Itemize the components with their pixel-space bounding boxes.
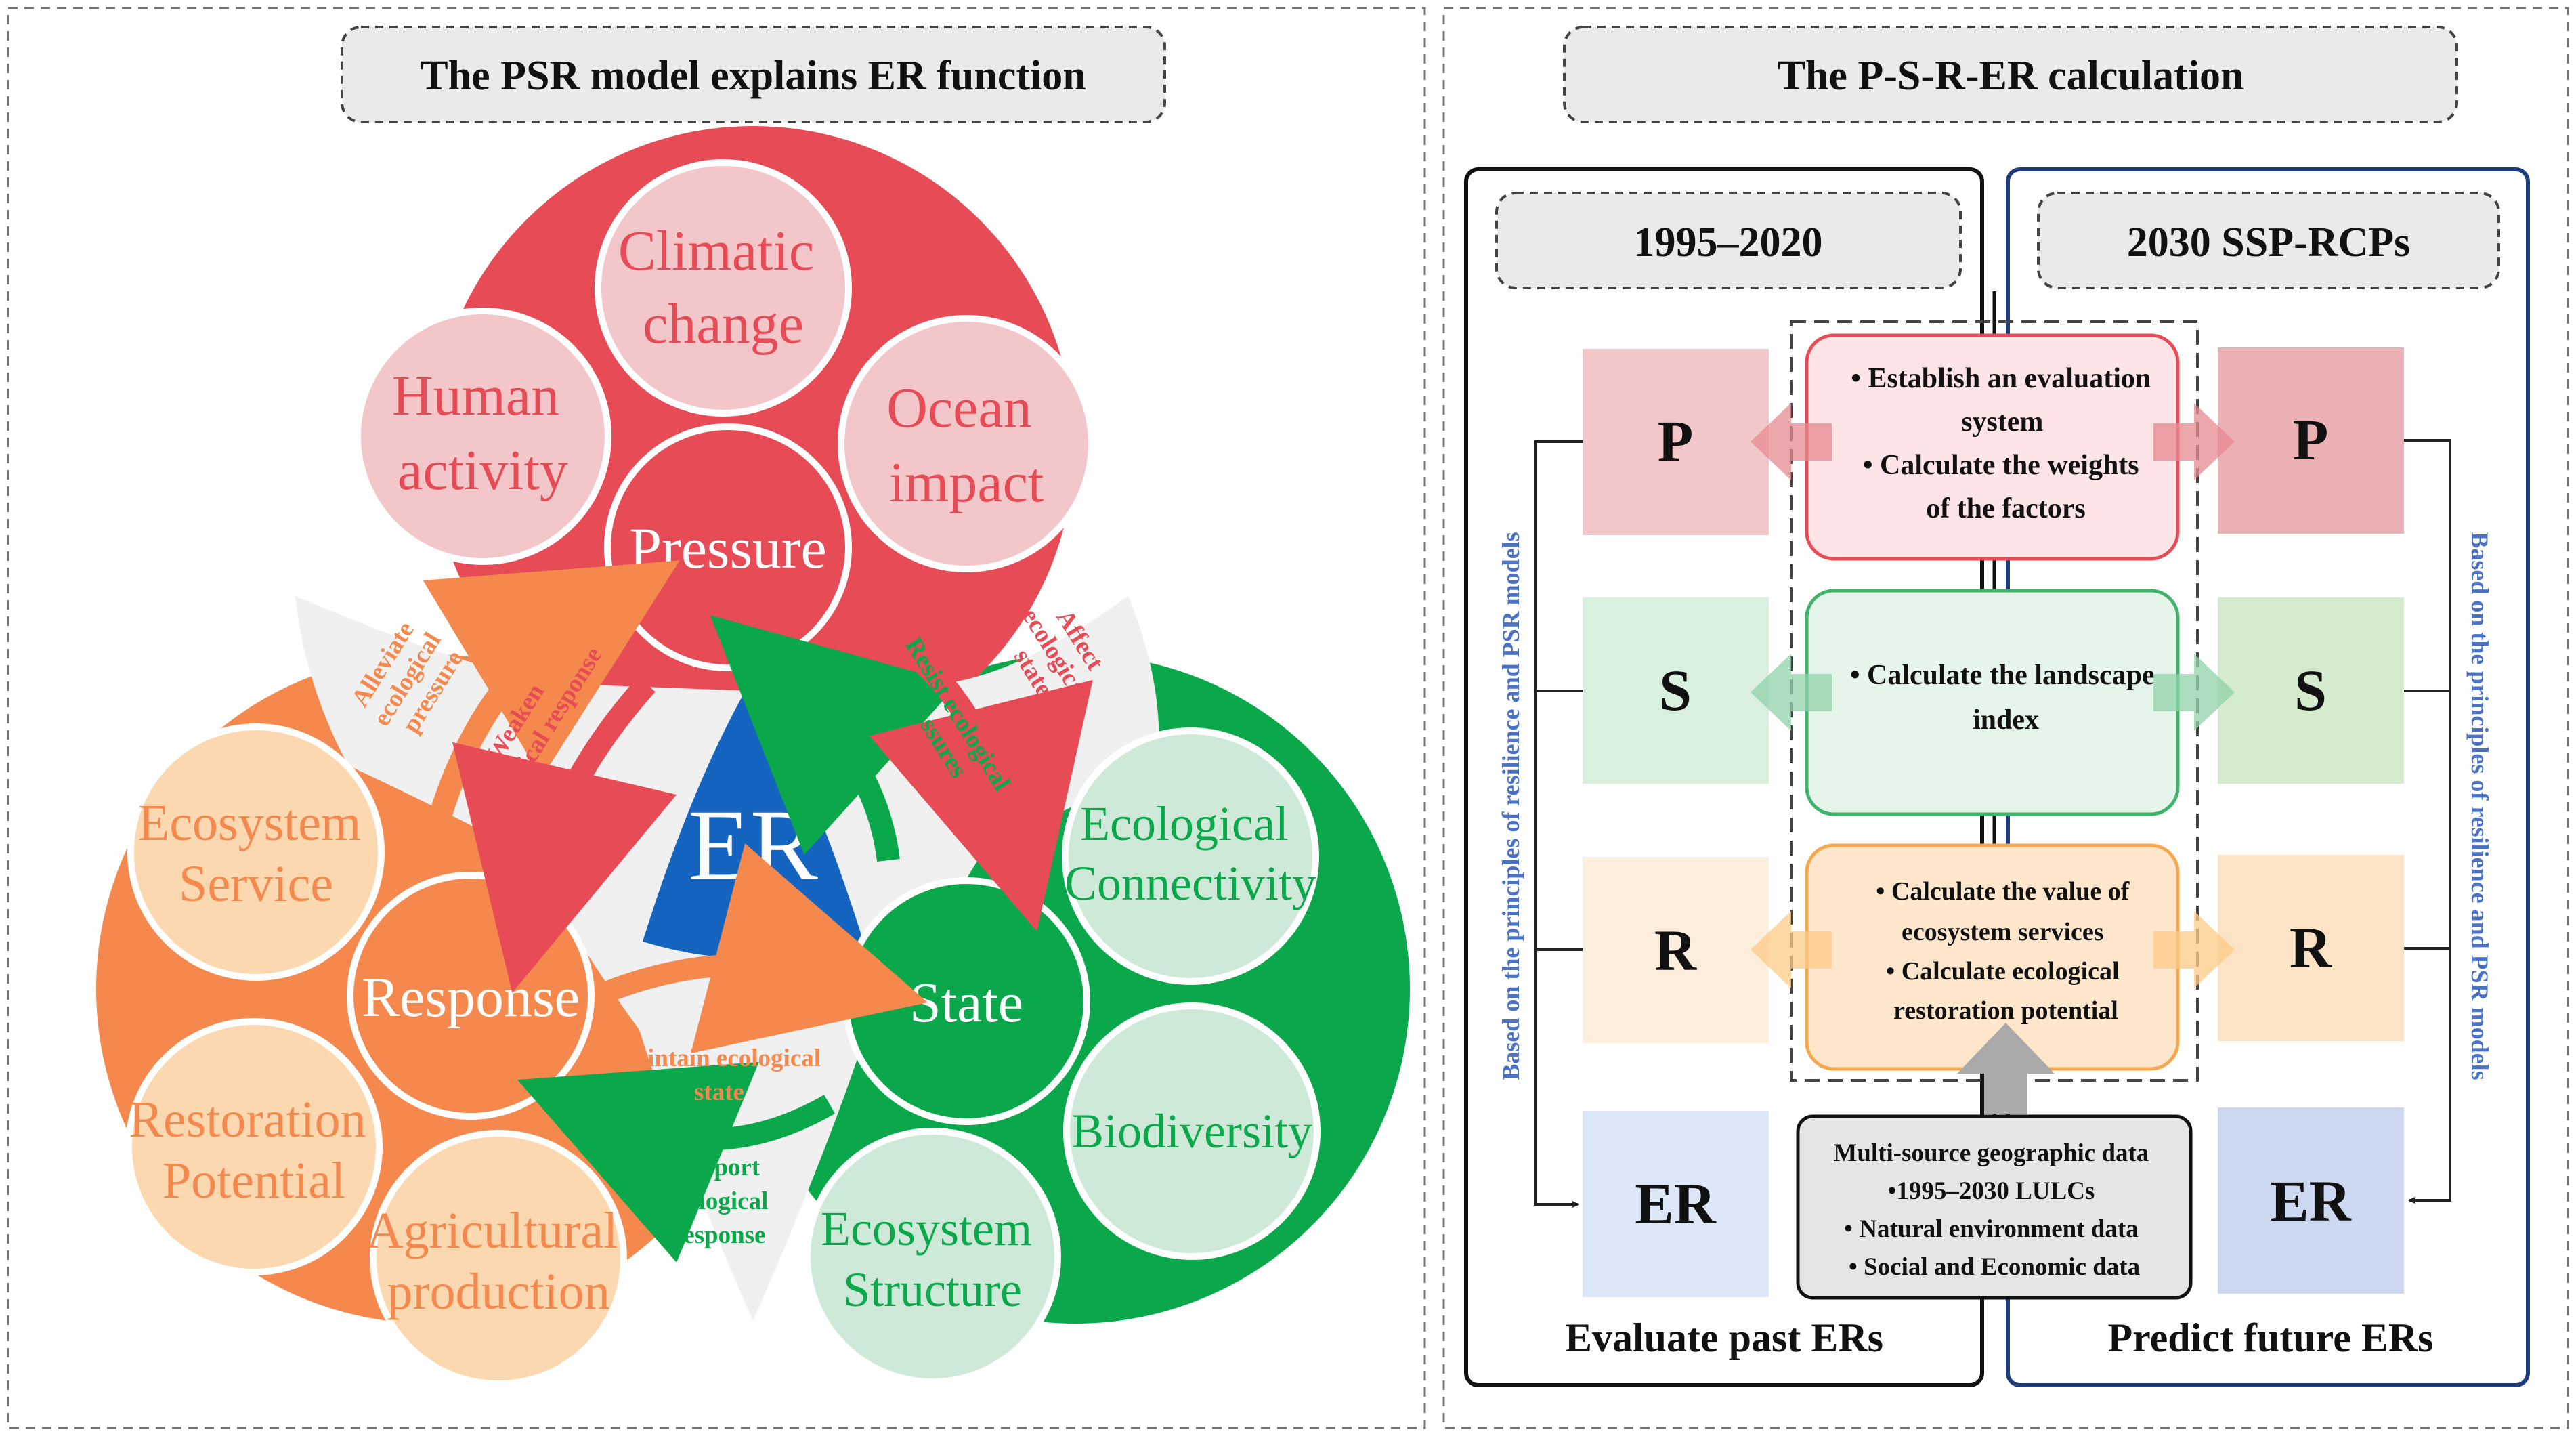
past-period-label: 1995–2020 — [1634, 219, 1823, 266]
response-group: Ecosystem Service Restoration Potential … — [125, 723, 627, 1387]
human-activity-circle — [354, 308, 611, 565]
er-center-label: ER — [688, 789, 818, 902]
support-response-arrow — [517, 1061, 836, 1263]
affect-state-arrow — [867, 616, 1093, 931]
s-past-letter: S — [1659, 658, 1692, 723]
er-past-square — [1583, 1111, 1769, 1297]
maintain-state-arrow — [602, 843, 928, 1054]
s-method-text: • Calculate the landscape index — [1850, 660, 2162, 736]
p-right-arrow — [2153, 403, 2235, 480]
ecosystem-service-circle — [127, 723, 385, 981]
p-future-letter: P — [2293, 407, 2329, 472]
s-past-square — [1583, 597, 1769, 784]
restoration-potential-circle — [125, 1018, 383, 1275]
future-side-note: Based on the principles of resilience an… — [2466, 532, 2493, 1080]
maintain-state-text: Maintain ecological state — [611, 1044, 828, 1106]
er-future-square — [2218, 1107, 2404, 1294]
right-panel-border — [1442, 7, 2569, 1429]
state-label: State — [909, 971, 1023, 1034]
past-side-note: Based on the principles of resilience an… — [1497, 532, 1524, 1080]
left-panel-title: The PSR model explains ER function — [420, 53, 1086, 99]
s-future-letter: S — [2294, 658, 2327, 723]
r-left-arrow — [1751, 911, 1832, 988]
past-footer-label: Evaluate past ERs — [1565, 1315, 1883, 1360]
p-method-text: • Establish an evaluation system • Calcu… — [1851, 363, 2158, 524]
climatic-change-circle — [595, 159, 852, 417]
s-left-arrow — [1751, 654, 1832, 731]
block-arrows — [1751, 403, 2235, 988]
s-right-arrow — [2153, 654, 2235, 731]
left-panel-border — [7, 7, 1426, 1429]
pressure-label: Pressure — [629, 515, 826, 580]
alleviate-pressure-arrow — [422, 560, 680, 843]
ecosystem-service-label: Ecosystem Service — [138, 795, 374, 912]
r-future-letter: R — [2290, 915, 2332, 980]
er-past-letter: ER — [1635, 1171, 1716, 1236]
s-future-square — [2218, 597, 2404, 784]
weaken-response-arrow — [452, 676, 677, 993]
biodiversity-circle — [1063, 1002, 1321, 1260]
right-panel: The P-S-R-ER calculation 1995–2020 2030 … — [1442, 7, 2569, 1429]
ecosystem-structure-label: Ecosystem Structure — [821, 1202, 1044, 1317]
s-method-box — [1805, 589, 2180, 816]
right-panel-title: The P-S-R-ER calculation — [1778, 53, 2244, 99]
right-title-box — [1563, 26, 2458, 123]
support-response-text: Support ecological response — [664, 1154, 774, 1249]
biodiversity-label: Biodiversity — [1071, 1104, 1312, 1158]
p-past-letter: P — [1658, 408, 1694, 473]
human-activity-label: Human activity — [392, 364, 574, 502]
ocean-impact-circle — [838, 315, 1095, 572]
ocean-impact-label: Ocean impact — [886, 377, 1046, 514]
er-future-letter: ER — [2270, 1168, 2351, 1233]
r-past-square — [1583, 857, 1769, 1043]
arrows — [422, 560, 1093, 1263]
data-source-text: Multi-source geographic data •1995–2030 … — [1833, 1139, 2155, 1281]
future-period-label: 2030 SSP-RCPs — [2127, 219, 2411, 266]
r-past-letter: R — [1654, 918, 1697, 983]
ecosystem-structure-circle — [804, 1128, 1061, 1385]
p-left-arrow — [1751, 403, 1832, 480]
data-up-arrow — [1957, 1023, 2055, 1114]
p-future-square — [2218, 347, 2404, 534]
climatic-change-label: Climatic change — [618, 219, 828, 356]
p-past-square — [1583, 349, 1769, 535]
r-future-square — [2218, 855, 2404, 1041]
future-footer-label: Predict future ERs — [2107, 1315, 2433, 1360]
data-source-box — [1796, 1114, 2193, 1300]
restoration-potential-label: Restoration Potential — [129, 1091, 379, 1209]
response-label: Response — [362, 966, 580, 1029]
future-bracket-line — [2404, 439, 2451, 1204]
left-panel: The PSR model explains ER function ER Hu… — [7, 7, 1426, 1429]
left-title-box — [341, 26, 1166, 123]
future-period-box — [2037, 192, 2500, 289]
r-method-text: • Calculate the value of ecosystem servi… — [1876, 877, 2136, 1025]
ecological-connectivity-label: Ecological Connectivity — [1065, 797, 1316, 910]
pressure-group: Human activity Climatic change Ocean imp… — [354, 159, 1095, 671]
past-bracket-line — [1534, 440, 1583, 1208]
r-right-arrow — [2153, 911, 2235, 988]
past-period-box — [1495, 192, 1962, 289]
